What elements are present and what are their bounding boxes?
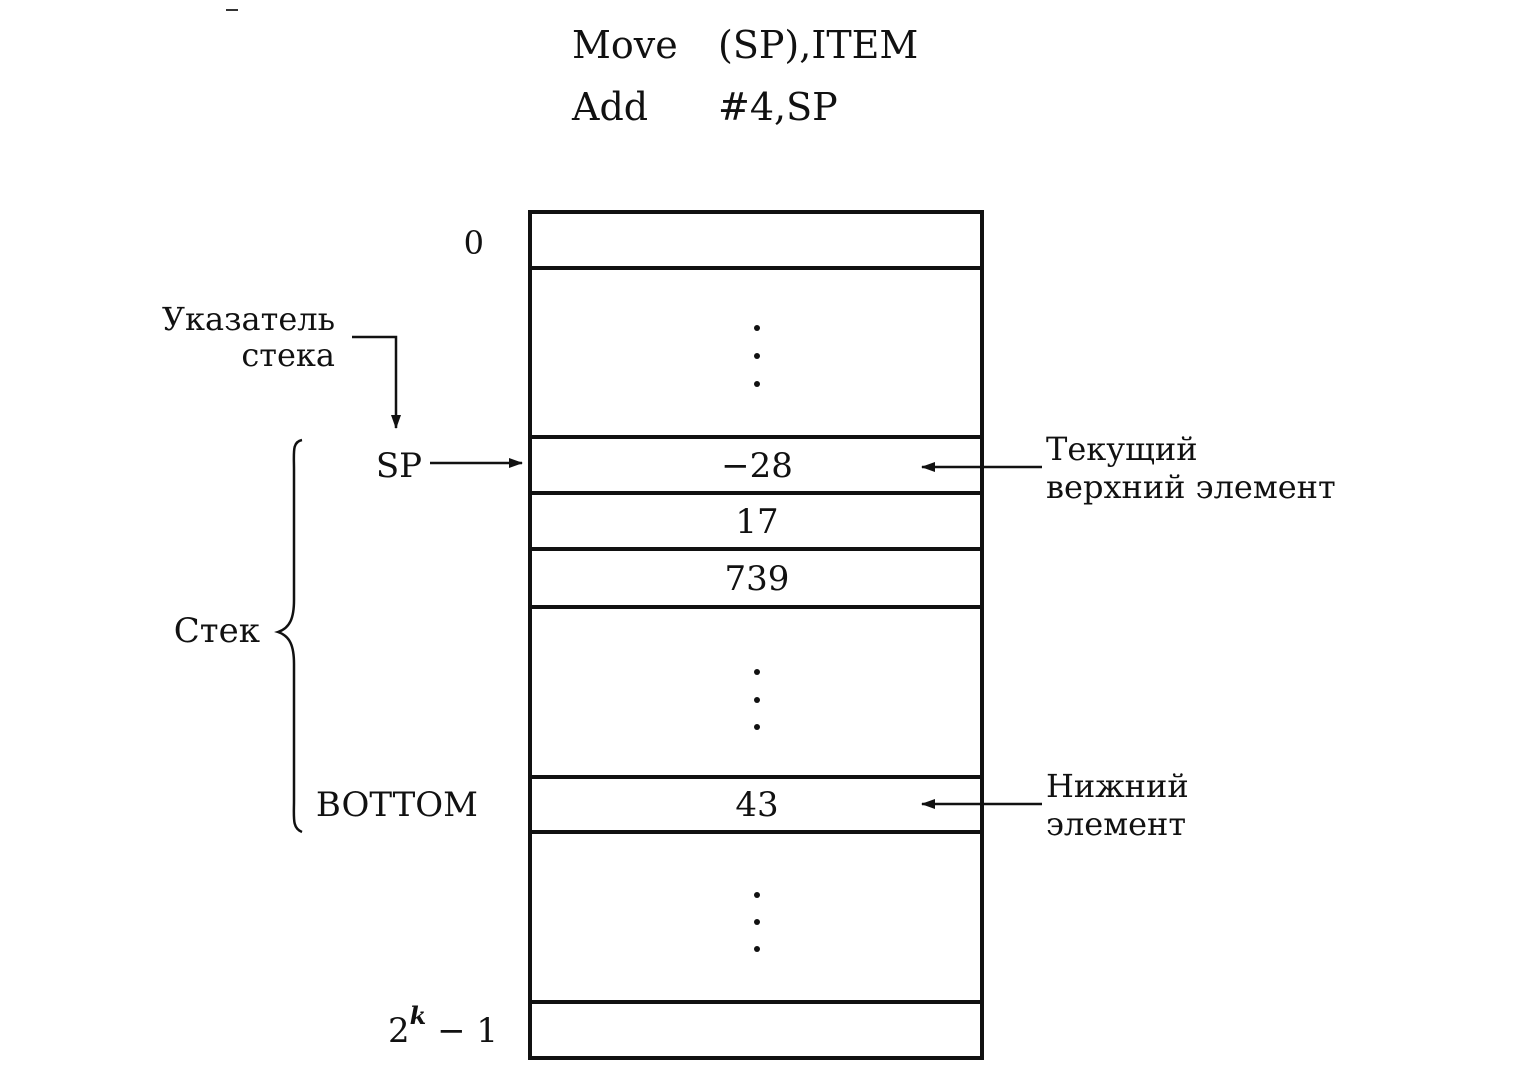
code-args-move: (SP),ITEM: [718, 23, 919, 67]
stack-brace: [274, 438, 303, 834]
stack-pointer-arrow: [352, 335, 401, 429]
stack-pointer-label-line1: Указатель: [162, 300, 335, 338]
address-last-label: 2k − 1: [388, 1001, 498, 1051]
memory-cell-dividers: [530, 266, 982, 1004]
sp-label: SP: [376, 446, 422, 486]
code-op-add: Add: [572, 85, 649, 129]
ellipsis-middle: [754, 669, 760, 730]
bottom-label: BOTTOM: [316, 785, 478, 825]
address-last-exponent: k: [410, 1001, 427, 1030]
cell-value-bottom: 43: [735, 785, 778, 825]
cell-value-third: 739: [725, 559, 790, 599]
code-args-add: #4,SP: [718, 85, 838, 129]
address-zero-label: 0: [464, 224, 484, 262]
code-line-move: Move: [572, 26, 678, 64]
ellipsis-bottom: [754, 892, 760, 952]
address-last-base: 2: [388, 1011, 410, 1051]
stack-pointer-label-line2: стека: [241, 336, 335, 374]
address-last-tail: − 1: [426, 1011, 498, 1051]
bottom-element-label-line2: элемент: [1046, 805, 1186, 843]
bottom-element-label-line1: Нижний: [1046, 767, 1189, 805]
top-element-label-line1: Текущий: [1046, 430, 1198, 468]
cell-value-second: 17: [735, 502, 778, 542]
code-line-add: Add: [572, 88, 648, 126]
stack-label: Стек: [174, 611, 260, 651]
memory-block: [528, 210, 984, 1060]
top-element-label-line2: верхний элемент: [1046, 468, 1336, 506]
ellipsis-top: [754, 325, 760, 387]
cell-value-top: −28: [721, 446, 793, 486]
code-op-move: Move: [572, 23, 678, 67]
